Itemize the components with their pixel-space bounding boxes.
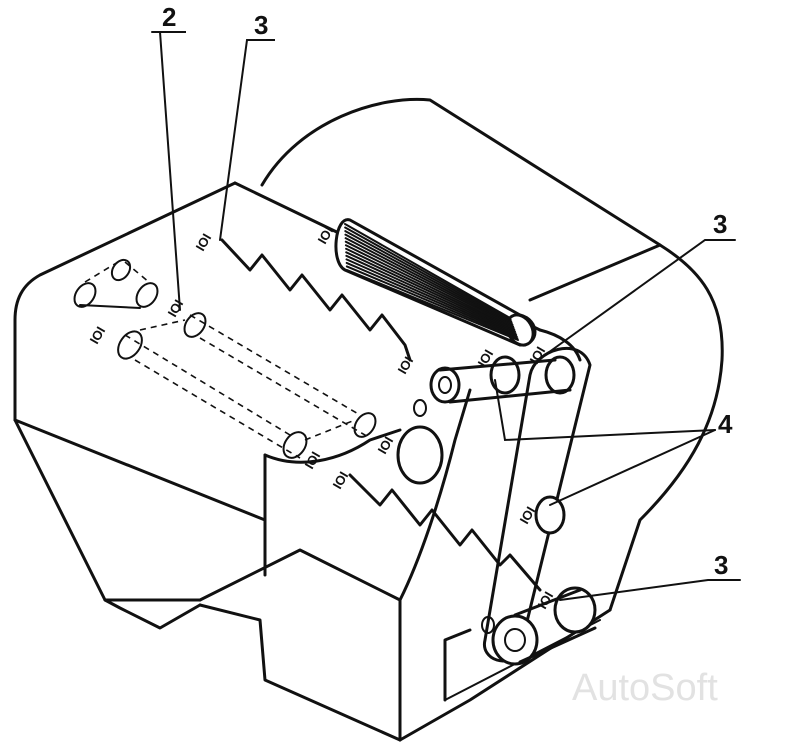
right-belt-drive: [396, 346, 597, 666]
roller-flute-line: [345, 247, 516, 331]
callout-3-top: 3: [254, 10, 268, 40]
svg-text:IOI: IOI: [517, 504, 539, 527]
watermark: AutoSoft: [572, 667, 718, 709]
callout-3-right-lower: 3: [714, 550, 728, 580]
roller-flute-line: [344, 226, 512, 321]
roller-flute-line: [344, 244, 515, 330]
svg-text:IOI: IOI: [535, 589, 557, 612]
lower-zigzag-chain: [348, 473, 542, 592]
roller-flute-line: [345, 261, 518, 338]
svg-text:IOI: IOI: [165, 297, 187, 320]
roller-flute-line: [346, 269, 519, 341]
machine-housing: [13, 97, 724, 742]
callout-labels: 2 3 3 4 3: [162, 2, 733, 580]
roller-flute-line: [344, 233, 513, 325]
callout-3-right-upper: 3: [713, 209, 727, 239]
roller-flute-line: [345, 258, 518, 336]
svg-text:IOI: IOI: [395, 354, 417, 377]
svg-text:IOI: IOI: [315, 224, 337, 247]
dashed-belt-assembly: [73, 258, 377, 459]
callout-2: 2: [162, 2, 176, 32]
fluted-roller: [334, 218, 537, 347]
roller-flute-line: [345, 251, 516, 333]
roller-flute-line: [344, 230, 513, 323]
svg-text:IOI: IOI: [193, 231, 215, 254]
callout-leaders: [151, 31, 741, 601]
bearing-markers: IOI IOI IOI IOI IOI IOI IOI IOI IOI IOI …: [87, 224, 557, 612]
roller-flute-line: [344, 223, 511, 319]
roller-flute-line: [345, 265, 519, 340]
upper-zigzag-chain: [220, 238, 412, 362]
svg-text:IOI: IOI: [87, 324, 109, 347]
roller-flute-line: [344, 240, 515, 328]
roller-flute-line: [344, 237, 514, 326]
svg-text:IOI: IOI: [330, 469, 352, 492]
roller-flute-line: [345, 254, 517, 335]
callout-4: 4: [718, 409, 733, 439]
svg-text:IOI: IOI: [302, 449, 324, 472]
